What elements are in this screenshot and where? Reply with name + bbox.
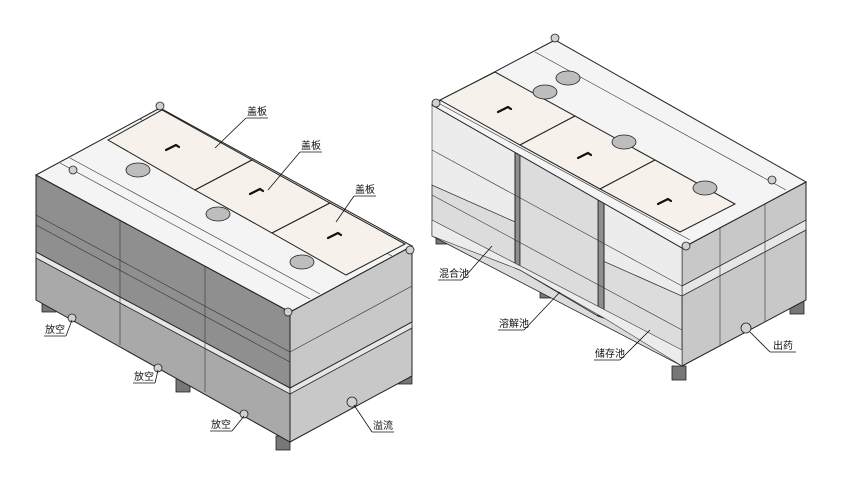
- label-storage-tank: 储存池: [595, 347, 625, 360]
- lifting-lug-icon: [283, 307, 293, 317]
- hatch-icon: [125, 162, 151, 178]
- hatch-icon: [555, 70, 581, 86]
- leader-drain-3: [231, 415, 245, 432]
- partition-1: [514, 149, 521, 271]
- hatch-icon: [532, 84, 558, 100]
- overflow-port-icon: [346, 396, 358, 408]
- leader-lid-2: [267, 151, 301, 191]
- leader-overflow: [353, 404, 373, 433]
- label-dissolving-tank: 溶解池: [499, 317, 529, 330]
- handle-icon: [576, 151, 593, 160]
- foot: [671, 365, 687, 381]
- right-lid-3: [598, 159, 737, 233]
- drain-port-icon: [153, 363, 163, 373]
- hatch-icon: [289, 254, 315, 270]
- label-outlet: 出药: [773, 339, 793, 352]
- label-drain-1: 放空: [45, 323, 65, 336]
- leader-lid-3: [335, 195, 355, 223]
- right-tank-assembly: 混合池 溶解池 储存池 出药: [430, 33, 808, 381]
- leader-mixing: [461, 245, 493, 281]
- rail: [59, 162, 311, 300]
- label-drain-2: 放空: [134, 370, 154, 383]
- label-overflow: 溢流: [373, 419, 393, 432]
- leader-drain-1: [65, 319, 73, 337]
- seam: [289, 285, 413, 353]
- label-drain-3: 放空: [211, 418, 231, 431]
- label-lid-1: 盖板: [247, 105, 267, 118]
- outlet-port-icon: [740, 322, 752, 334]
- seam: [35, 214, 291, 353]
- label-lid-3: 盖板: [355, 183, 375, 196]
- handle-icon: [248, 187, 265, 196]
- handle-icon: [326, 231, 343, 240]
- leader-drain-2: [154, 369, 159, 384]
- leader-outlet: [749, 331, 771, 353]
- rail: [69, 157, 321, 295]
- handle-icon: [496, 105, 513, 114]
- handle-icon: [164, 143, 181, 152]
- seam: [35, 224, 291, 363]
- leader-lid-1: [214, 117, 247, 149]
- hatch-icon: [611, 134, 637, 150]
- floor: [431, 219, 683, 367]
- lifting-lug-icon: [431, 98, 441, 108]
- drain-port-icon: [239, 409, 249, 419]
- lifting-lug-icon: [155, 101, 165, 111]
- handle-icon: [656, 197, 673, 206]
- lifting-lug-icon: [550, 33, 560, 43]
- hatch-icon: [692, 180, 718, 196]
- lifting-lug-icon: [405, 245, 415, 255]
- label-mixing-tank: 混合池: [439, 267, 469, 280]
- leader-dissolving: [523, 291, 561, 331]
- partition-2: [597, 195, 605, 319]
- lifting-lug-icon: [68, 165, 78, 175]
- left-lid-3: [270, 202, 407, 276]
- drain-port-icon: [67, 313, 77, 323]
- label-lid-2: 盖板: [301, 139, 321, 152]
- left-tank-assembly: 盖板 盖板 盖板 放空 放空 放空 溢流: [34, 101, 415, 451]
- hatch-icon: [205, 206, 231, 222]
- leader-storage: [619, 329, 651, 361]
- lifting-lug-icon: [681, 241, 691, 251]
- lifting-lug-icon: [767, 175, 777, 185]
